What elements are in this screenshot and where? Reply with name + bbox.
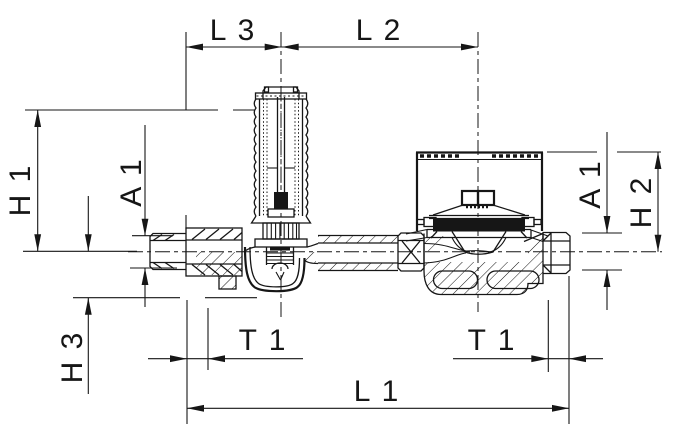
diaphragm-assembly: [405, 189, 549, 255]
inlet-fitting: [149, 232, 186, 271]
main-valve-body: [423, 232, 544, 296]
dim-label-l1: L 1: [354, 375, 401, 408]
dim-label-a1-left: A 1: [115, 157, 148, 206]
outlet-fitting: [542, 231, 571, 275]
dim-label-l2: L 2: [356, 14, 403, 47]
thermostatic-head: [415, 151, 544, 231]
left-body-bowl: [243, 242, 319, 293]
dim-label-t1-right: T 1: [468, 324, 517, 357]
connecting-pipe: [318, 234, 398, 272]
dim-label-h2: H 2: [625, 176, 658, 229]
dim-label-h1: H 1: [4, 164, 37, 217]
dimension-arrows: [34, 43, 662, 412]
left-service-cap: [250, 86, 312, 248]
dimension-lines: [23, 32, 661, 424]
dim-label-h3: H 3: [56, 331, 89, 384]
dim-label-l3: L 3: [210, 14, 257, 47]
dimension-labels: L 3 L 2 H 1 A 1 H 3 A 1 H 2 T 1 T 1 L 1: [4, 14, 658, 408]
left-body-hex: [185, 227, 243, 290]
dim-label-t1-left: T 1: [239, 324, 288, 357]
section-hatching: [196, 235, 543, 295]
dim-label-a1-right: A 1: [574, 159, 607, 208]
